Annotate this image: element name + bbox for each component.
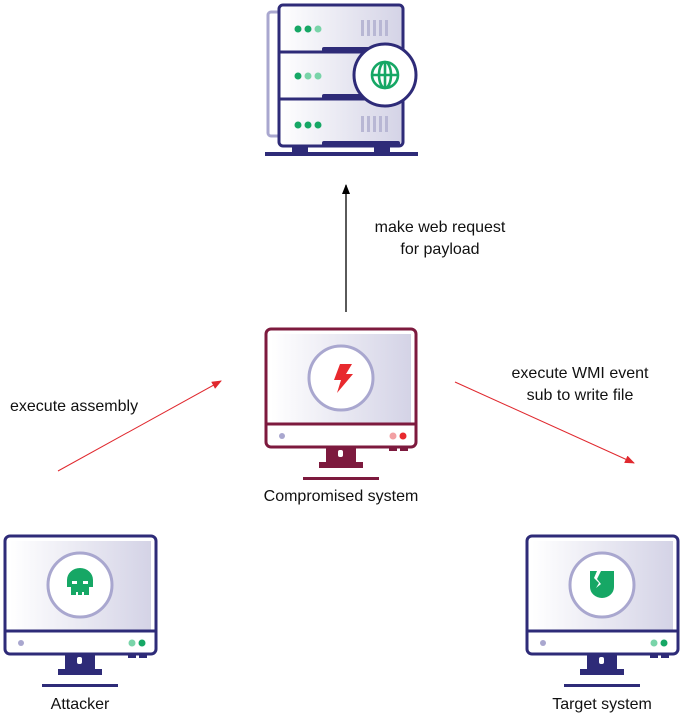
node-label-compromised: Compromised system (263, 488, 419, 505)
server-vents (361, 20, 388, 132)
globe-icon (370, 60, 400, 90)
server-led-row-1 (294, 25, 322, 33)
compromised-system-node (264, 327, 418, 480)
edge-attacker-to-compromised (57, 380, 222, 472)
edge-label-web-request-line2: for payload (400, 241, 480, 258)
edge-label-web-request-line1: make web request (374, 219, 506, 236)
server-led-row-2 (294, 72, 322, 80)
monitor-foot-line (303, 477, 379, 480)
server-base-line (265, 152, 418, 156)
skull-icon (67, 568, 93, 596)
target-system-node (525, 534, 680, 687)
server-led-row-3 (294, 121, 322, 129)
monitor-stand (319, 448, 363, 468)
web-server-node (265, 3, 418, 156)
node-label-attacker: Attacker (50, 696, 110, 713)
attacker-node (3, 534, 158, 687)
lightning-icon (334, 364, 353, 393)
edge-label-wmi-line2: sub to write file (526, 387, 634, 404)
edge-compromised-to-target (454, 381, 635, 464)
broken-shield-icon (590, 571, 614, 598)
node-label-target: Target system (552, 696, 652, 713)
edge-label-execute-assembly: execute assembly (10, 398, 139, 415)
edge-label-wmi-line1: execute WMI event (511, 365, 649, 382)
